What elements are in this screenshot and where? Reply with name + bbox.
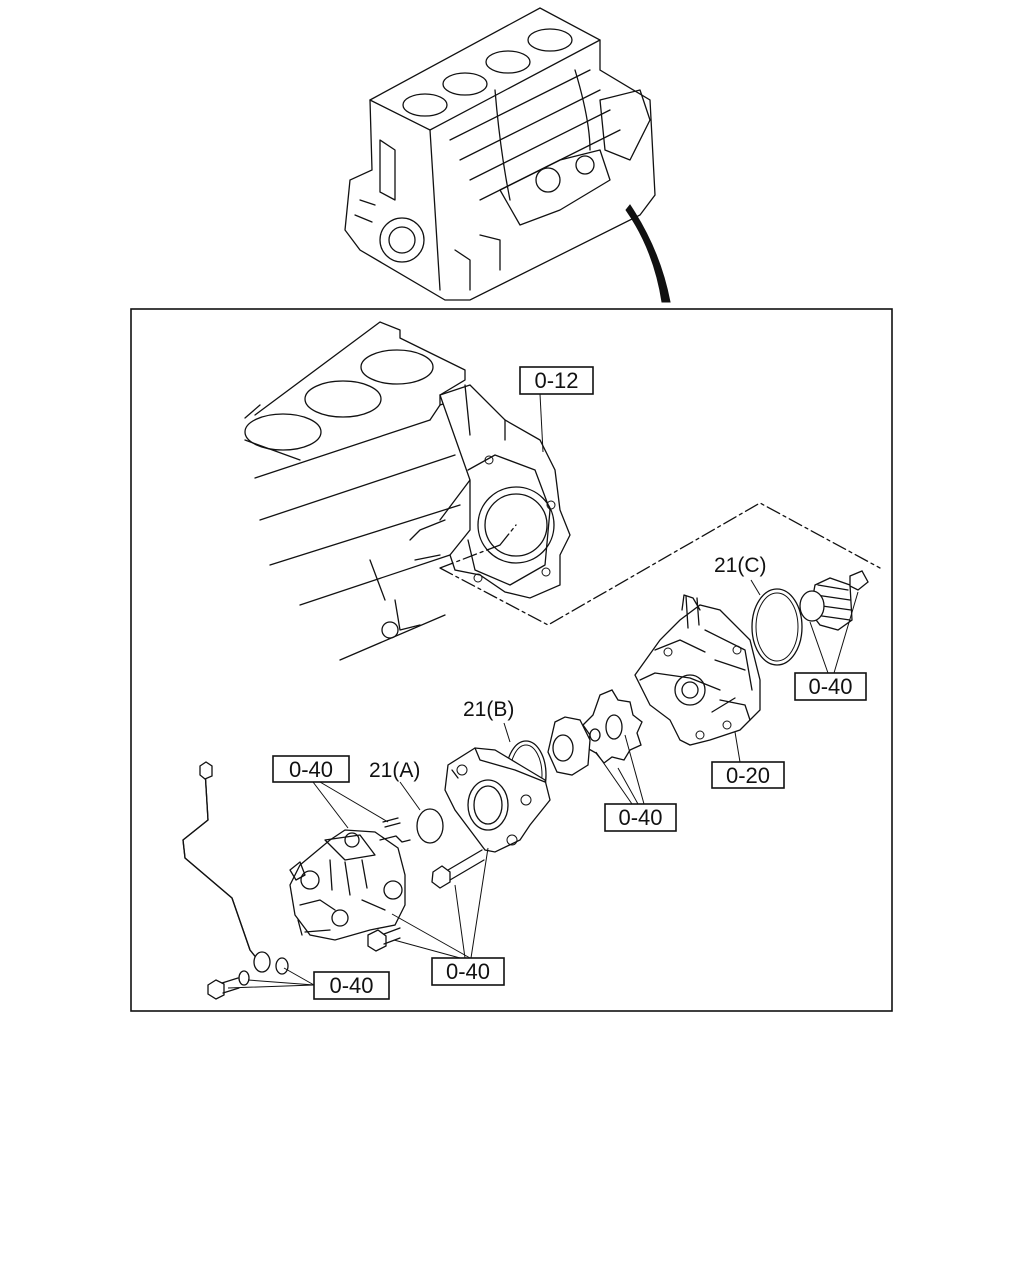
callout-0-20: 0-20 (711, 761, 785, 789)
ref-21b: 21(B) (463, 698, 514, 721)
oil-pipe (182, 761, 271, 973)
bracket-bolt-short (367, 927, 401, 952)
coupling-hub (547, 716, 591, 776)
callout-0-40-middle: 0-40 (604, 803, 677, 832)
coupling-star (582, 689, 643, 764)
eye-bolt-washers (207, 957, 289, 1000)
ref-21a: 21(A) (369, 759, 420, 782)
drive-gear (799, 570, 869, 631)
engine-block-overview (344, 7, 671, 303)
svg-text:0-40: 0-40 (329, 973, 373, 998)
alignment-centerline (439, 502, 881, 626)
o-ring-c (751, 588, 803, 666)
leader-lines (227, 393, 859, 989)
callout-0-40-left: 0-40 (272, 755, 350, 783)
o-ring-a (416, 808, 444, 844)
detail-frame (130, 308, 893, 1012)
callout-0-40-bottom-left: 0-40 (313, 971, 390, 1000)
ref-21c: 21(C) (714, 554, 767, 577)
cylinder-block-section (244, 321, 571, 661)
svg-text:0-40: 0-40 (808, 674, 852, 699)
svg-text:0-20: 0-20 (726, 763, 770, 788)
pump-adapter-bracket (444, 747, 551, 853)
callout-0-40-top-right: 0-40 (794, 672, 867, 701)
svg-text:0-40: 0-40 (289, 757, 333, 782)
svg-text:0-40: 0-40 (618, 805, 662, 830)
callout-0-40-bottom-middle: 0-40 (431, 957, 505, 986)
svg-text:0-12: 0-12 (534, 368, 578, 393)
callout-0-12: 0-12 (519, 366, 594, 395)
dowel-pin (382, 817, 401, 828)
bracket-bolt-long (431, 849, 485, 889)
svg-text:0-40: 0-40 (446, 959, 490, 984)
vacuum-pump-body (634, 594, 761, 746)
injection-pump-assembly (289, 829, 411, 941)
